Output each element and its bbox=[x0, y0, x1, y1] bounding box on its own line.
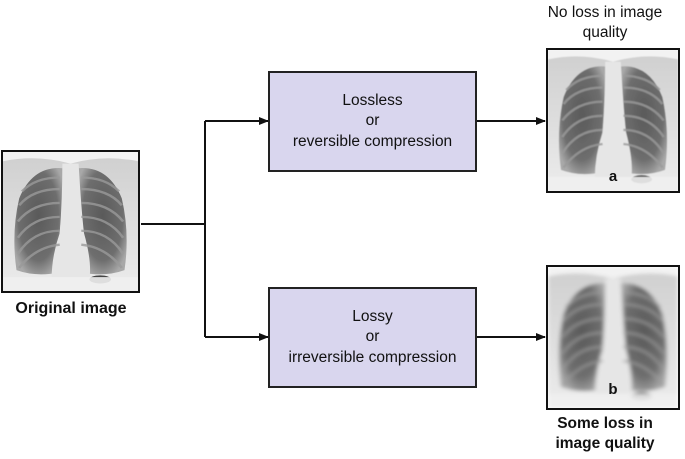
result-a-xray-image: a bbox=[546, 48, 680, 193]
lossless-line-1: Lossless bbox=[342, 92, 403, 110]
result-a-caption-line-1: No loss in image bbox=[547, 4, 663, 21]
lossy-line-3: irreversible compression bbox=[288, 348, 457, 366]
result-b-xray-image: b bbox=[546, 265, 680, 410]
lossless-line-2: or bbox=[365, 112, 380, 130]
result-b-caption-line-1: Some loss in bbox=[557, 415, 653, 432]
result-b-caption-line-2: image quality bbox=[555, 435, 655, 453]
result-a-caption-line-2: quality bbox=[582, 24, 628, 42]
result-b-caption: Some loss in image quality bbox=[530, 414, 680, 454]
lossy-line-1: Lossy bbox=[352, 308, 393, 326]
original-image-caption: Original image bbox=[15, 300, 127, 317]
result-b-label: b bbox=[608, 381, 618, 398]
lossy-line-2: or bbox=[365, 328, 380, 346]
result-a-caption: No loss in image quality bbox=[530, 3, 680, 43]
original-xray-image bbox=[1, 150, 140, 293]
result-a-label: a bbox=[608, 168, 618, 185]
lossless-compression-box: Lossless or reversible compression bbox=[268, 71, 477, 172]
lossless-line-3: reversible compression bbox=[292, 132, 453, 150]
lossy-compression-box: Lossy or irreversible compression bbox=[268, 287, 477, 388]
